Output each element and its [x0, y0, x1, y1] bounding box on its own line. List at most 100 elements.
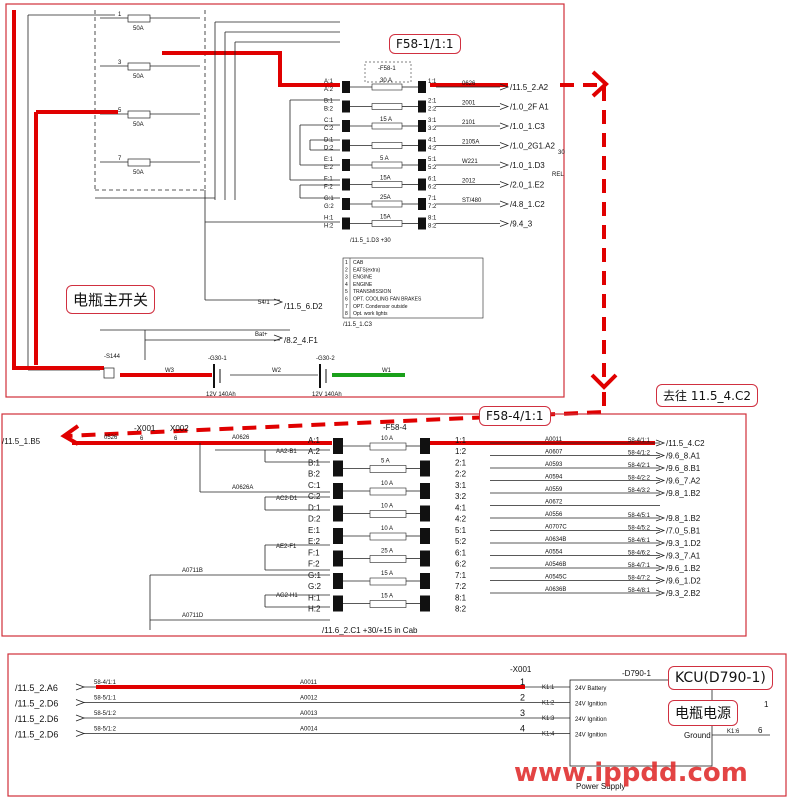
f58-4-in2-label: C:2 — [308, 492, 321, 501]
arrow-icon — [499, 200, 510, 208]
f58-1-in-terminal — [342, 198, 350, 210]
f58-4-dest-pin: 58-4/5:1 — [628, 513, 651, 519]
legend-num: 6 — [345, 297, 348, 303]
top-fuse-number: 1 — [118, 12, 122, 18]
arrow-icon — [499, 122, 510, 130]
legend-item: ENGINE — [353, 275, 373, 281]
f58-4-dest-wire-label: A0545C — [545, 575, 567, 581]
f58-4-dest: /9.6_8.B1 — [666, 464, 701, 473]
f58-1-in2-label: D:2 — [324, 146, 334, 152]
f58-1-in2-label: H:2 — [324, 224, 334, 230]
f58-1-dest: /1.0_2F A1 — [510, 103, 549, 112]
f58-1-out-wire-label: W221 — [462, 159, 478, 165]
ground-label: Ground — [684, 731, 711, 740]
f58-4-out2-label: 6:2 — [455, 560, 467, 569]
f58-1-out-terminal — [418, 100, 426, 113]
f58-4-dest: /9.3_7.A1 — [666, 552, 701, 561]
f58-4-out-terminal — [420, 595, 430, 612]
f58-4-out-label: 6:1 — [455, 549, 467, 558]
f58-4-out-terminal — [420, 460, 430, 477]
panel3-frame — [7, 653, 787, 797]
f58-4-dest-wire-label: A0672 — [545, 500, 563, 506]
arrow-icon — [655, 477, 666, 484]
kcu-signal-label: 24V Ignition — [575, 702, 607, 708]
f58-4-out-terminal — [420, 573, 430, 589]
f58-4-in2-label: E:2 — [308, 537, 321, 546]
legend-item: OPT. Condensor outside — [353, 304, 408, 310]
f58-1-out-label: 3:1 — [428, 118, 437, 124]
f58-4-dest: /7.0_5.B1 — [666, 527, 701, 536]
kcu-input-wire-label: A0013 — [300, 711, 318, 717]
f58-1-out-wire-label: 2012 — [462, 179, 476, 185]
panel2-left-ref: /11.5_1.B5 — [2, 437, 41, 446]
arrow-icon — [655, 552, 666, 559]
f58-4-out-label: 1:1 — [455, 436, 467, 445]
f58-1-out-terminal — [418, 217, 426, 230]
legend-item: OPT. COOLING FAN BRAKES — [353, 297, 422, 303]
f58-1-out-terminal — [418, 198, 426, 210]
x002-label: X002 — [170, 424, 189, 433]
legend-item: ENGINE — [353, 282, 373, 288]
f58-4-in-label: B:1 — [308, 459, 321, 468]
pin-six: 6 — [758, 726, 763, 735]
f58-1-dashed-highlight — [364, 61, 412, 83]
f58-1-out-label: 1:1 — [428, 79, 437, 85]
f58-1-out-wire-label: 2001 — [462, 101, 476, 107]
f58-4-fuse — [369, 487, 407, 496]
f58-4-in-label: F:1 — [308, 549, 320, 558]
f58-4-dest-pin: 58-4/1:2 — [628, 451, 651, 457]
f58-4-dest-pin: 58-4/2:1 — [628, 463, 651, 469]
f58-4-dest: /9.6_1.D2 — [666, 577, 701, 586]
kcu-k-label: K1:1 — [542, 685, 555, 691]
d790-label: -D790-1 — [622, 669, 651, 678]
top-fuse-amp: 50A — [133, 170, 144, 176]
ref-bat: Bat+ — [255, 332, 268, 338]
f58-4-dest-pin: 58-4/6:2 — [628, 551, 651, 557]
f58-4-dest-pin: 58-4/5:2 — [628, 526, 651, 532]
f58-1-out-wire-label: 2105A — [462, 140, 479, 146]
f58-1-amp: 15A — [380, 176, 391, 182]
f58-1-bottom-label: /11.5_1.D3 +30 — [350, 238, 391, 244]
red-arrow-right-icon — [591, 70, 609, 98]
switch-label: -S144 — [104, 354, 121, 360]
battery1-spec: 12V 140Ah — [206, 392, 236, 398]
f58-4-amp: 25 A — [381, 549, 393, 555]
f58-4-dest-wire-label: A0559 — [545, 487, 563, 493]
f58-1-out-label: 5:1 — [428, 157, 437, 163]
kcu-input-num: 3 — [520, 708, 525, 718]
f58-4-out-label: 3:1 — [455, 481, 467, 490]
battery2-spec: 12V 140Ah — [312, 392, 342, 398]
src-wire-a0626a: A0626A — [232, 485, 253, 491]
legend-item: EATS(extra) — [353, 267, 380, 273]
arrow-icon — [655, 527, 666, 534]
arrow-icon — [655, 564, 666, 572]
pin-one: 1 — [764, 700, 769, 709]
f58-4-fuse — [369, 555, 407, 563]
src-wire-aa2b1: AA2-B1 — [276, 449, 297, 455]
red-transfer-path-left — [65, 392, 606, 438]
f58-1-out2-label: 6:2 — [428, 185, 437, 191]
f58-1-out2-label: 2:2 — [428, 107, 437, 113]
arrow-icon — [499, 220, 510, 227]
f58-1-out-label: 6:1 — [428, 177, 437, 183]
f58-1-out2-label: 7:2 — [428, 204, 437, 210]
f58-1-out-label: 2:1 — [428, 99, 437, 105]
arrow-icon — [499, 142, 510, 149]
f58-4-in-label: H:1 — [308, 594, 321, 603]
kcu-input-dest: /11.5_2.D6 — [15, 714, 58, 724]
src-wire-a0711b: A0711B — [182, 568, 203, 574]
f58-1-in2-label: C:2 — [324, 126, 334, 132]
f58-4-out-terminal — [420, 550, 430, 567]
f58-4-in2-label: G:2 — [308, 582, 321, 591]
f58-4-dest-wire-label: A0546B — [545, 562, 566, 568]
power-supply-label: Power Supply — [576, 782, 625, 791]
f58-1-out2-label: 5:2 — [428, 165, 437, 171]
f58-4-in-label: E:1 — [308, 526, 321, 535]
arrow-icon — [655, 577, 666, 584]
f58-4-out2-label: 8:2 — [455, 605, 467, 614]
f58-4-amp: 10 A — [381, 436, 393, 442]
f58-1-dest: /1.0_1.C3 — [510, 122, 545, 131]
f58-4-fuse — [369, 442, 407, 451]
f58-4-dest-wire-label: A0707C — [545, 525, 567, 531]
